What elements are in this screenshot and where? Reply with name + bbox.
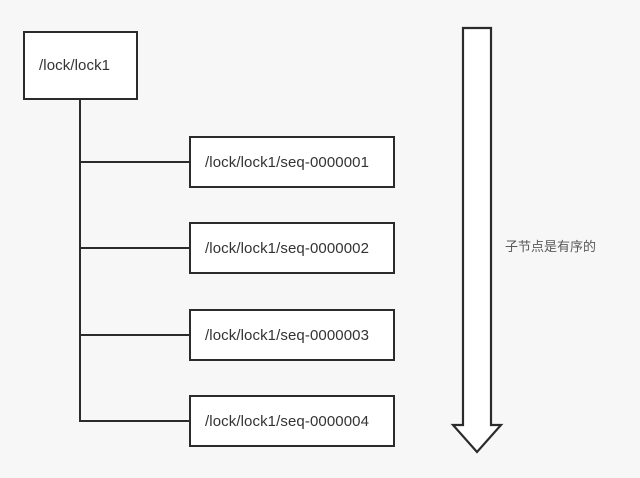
child-node-box-3: /lock/lock1/seq-0000003 [189,309,395,361]
child-node-box-4: /lock/lock1/seq-0000004 [189,395,395,447]
tree-branch-line-1 [79,161,190,163]
child-node-box-1: /lock/lock1/seq-0000001 [189,136,395,188]
child-node-label-4: /lock/lock1/seq-0000004 [205,412,370,430]
root-node-box: /lock/lock1 [23,31,138,100]
tree-trunk-line [79,100,81,422]
downward-order-arrow-icon [450,26,504,454]
child-node-label-1: /lock/lock1/seq-0000001 [205,153,370,171]
tree-branch-line-3 [79,334,190,336]
root-node-label: /lock/lock1 [39,57,111,74]
child-node-label-3: /lock/lock1/seq-0000003 [205,326,370,344]
annotation-text: 子节点是有序的 [505,240,597,255]
tree-branch-line-2 [79,247,190,249]
tree-branch-line-4 [79,420,190,422]
child-node-box-2: /lock/lock1/seq-0000002 [189,222,395,274]
arrow-outline-path [450,26,504,454]
child-node-label-2: /lock/lock1/seq-0000002 [205,239,370,257]
